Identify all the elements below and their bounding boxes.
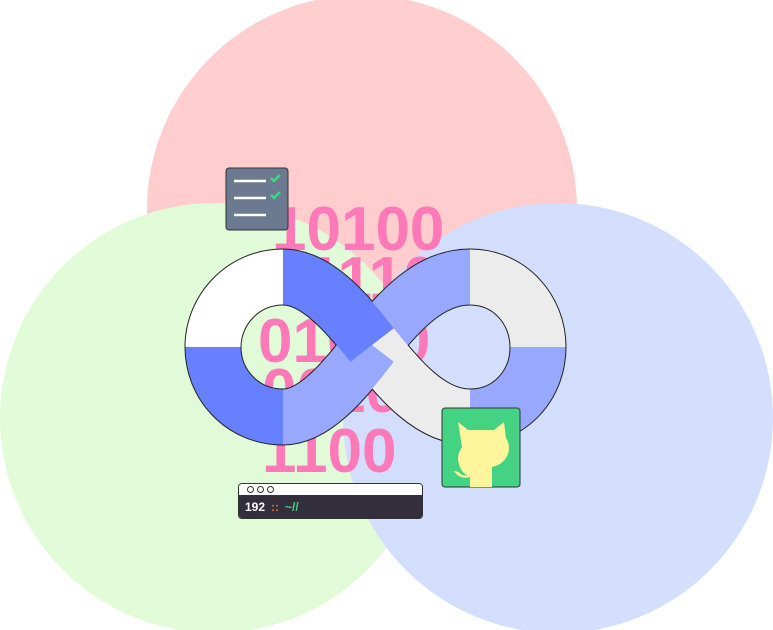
window-dot-icon <box>257 486 264 493</box>
prompt-path: ~// <box>285 500 299 514</box>
checklist-icon <box>225 167 289 231</box>
terminal-title-bar <box>239 484 422 496</box>
infinity-icon <box>184 248 567 446</box>
terminal-prompt: 192 :: ~// <box>239 496 422 518</box>
prompt-number: 192 <box>245 500 266 514</box>
terminal-window: 192 :: ~// <box>238 483 423 519</box>
window-dot-icon <box>267 486 274 493</box>
window-dot-icon <box>247 486 254 493</box>
prompt-separator: :: <box>271 500 280 514</box>
github-icon <box>441 407 521 488</box>
